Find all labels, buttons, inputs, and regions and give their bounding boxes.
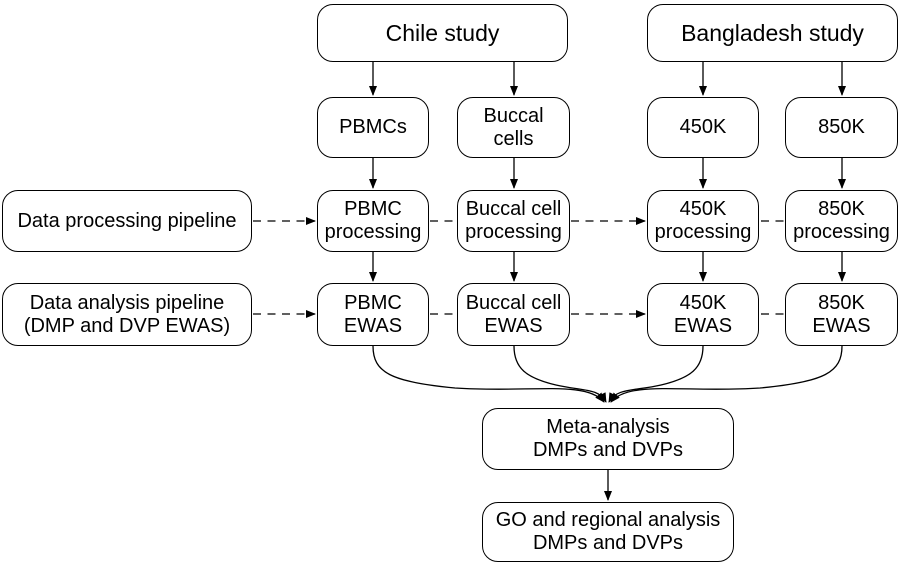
node-pbmc-ewas: PBMC EWAS (317, 283, 429, 346)
node-go-regional-analysis: GO and regional analysis DMPs and DVPs (482, 502, 734, 562)
node-450k-processing: 450K processing (647, 190, 759, 252)
node-data-analysis-pipeline: Data analysis pipeline (DMP and DVP EWAS… (2, 283, 252, 346)
curve-buccal-ewas-to-meta (513, 345, 607, 403)
node-pbmcs: PBMCs (317, 97, 429, 158)
node-850k-processing: 850K processing (785, 190, 898, 252)
node-bangladesh-study: Bangladesh study (647, 4, 898, 62)
node-850k: 850K (785, 97, 898, 158)
node-chile-study: Chile study (317, 4, 568, 62)
node-pbmc-processing: PBMC processing (317, 190, 429, 252)
node-buccal-cells: Buccal cells (457, 97, 570, 158)
node-meta-analysis: Meta-analysis DMPs and DVPs (482, 408, 734, 470)
curve-850k-ewas-to-meta (610, 345, 843, 403)
node-450k: 450K (647, 97, 759, 158)
curve-450k-ewas-to-meta (608, 345, 704, 403)
curve-pbmc-ewas-to-meta (372, 345, 605, 403)
node-data-processing-pipeline: Data processing pipeline (2, 190, 252, 252)
node-buccal-cell-processing: Buccal cell processing (457, 190, 570, 252)
node-450k-ewas: 450K EWAS (647, 283, 759, 346)
node-850k-ewas: 850K EWAS (785, 283, 898, 346)
node-buccal-cell-ewas: Buccal cell EWAS (457, 283, 570, 346)
